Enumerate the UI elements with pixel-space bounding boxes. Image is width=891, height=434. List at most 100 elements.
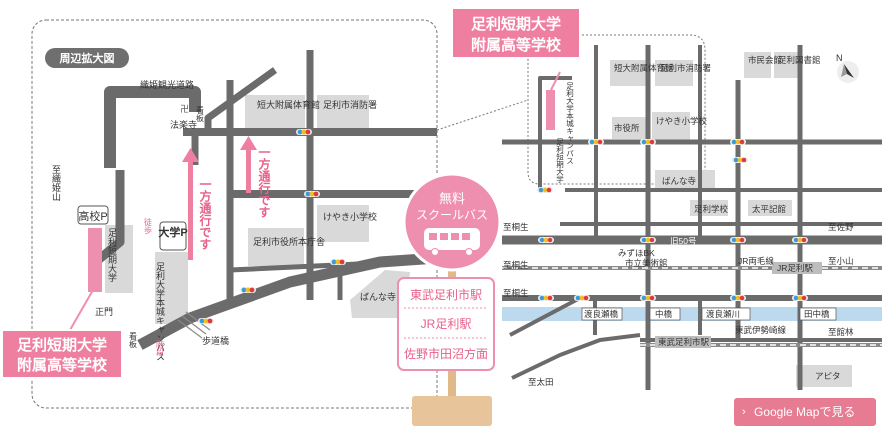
r-museum-label: 市立美術館 (625, 258, 668, 268)
r-ashikaga-gakko-label: 足利学校 (694, 204, 729, 214)
r-citizen-label: 市民会館 (748, 55, 782, 65)
parking-daigaku: 大学P (158, 221, 188, 251)
r-route50-label: 旧50号 (670, 236, 696, 246)
school-pointer-right (550, 71, 561, 91)
enlarged-map-title: 周辺拡大図 (60, 51, 115, 65)
r-campus-label: 足利大学本城キャンパス (565, 82, 574, 165)
r-jr-station-label: JR足利駅 (777, 263, 813, 273)
city-hall-label: 足利市役所本庁舎 (253, 236, 325, 247)
kaidan-label: 階段 (156, 339, 165, 357)
school-pointer-left (69, 289, 94, 331)
r-fire-label: 足利市消防署 (660, 63, 712, 73)
zoom-leader-line (436, 99, 529, 131)
jr-station-box (772, 262, 822, 274)
r-dir-kiryu-3: 至桐生 (503, 288, 529, 298)
bus-stop-circle (402, 172, 502, 272)
one-way-arrows (182, 136, 257, 260)
fire-station-label: 足利市消防署 (323, 99, 377, 110)
right-traffic-lights (537, 139, 808, 301)
r-library-label: 足利図書館 (778, 55, 821, 65)
parking-koko-label: 高校P (78, 209, 107, 223)
google-map-button[interactable]: › Google Mapで見る (734, 398, 876, 426)
houraiji-label: 法楽寺 (170, 119, 197, 130)
r-tobu-station-label: 東武足利市駅 (658, 337, 710, 347)
tandai-label: 足利短期大学 (107, 228, 117, 282)
bannaji-label: ばんな寺 (360, 292, 396, 302)
railways (502, 266, 882, 347)
enlarged-map-title-pill (45, 48, 129, 68)
road-north (204, 67, 278, 128)
school-callout-left: 足利短期大学 附属高等学校 (1, 329, 123, 379)
fire-station-building (317, 95, 369, 129)
school-callout-left-line2: 附属高等学校 (17, 356, 108, 374)
bus-sign-top-line2: スクールバス (416, 208, 488, 222)
r-tandai-label: 足利短期大学 (555, 138, 564, 184)
bus-sign-top-line1: 無料 (439, 191, 465, 206)
oneway-label-2: 一方通行です (257, 146, 271, 218)
r-dir-ota: 至太田 (528, 377, 554, 387)
r-tobu-line-label: 東武伊勢崎線 (735, 325, 787, 335)
road-southwest (509, 296, 581, 337)
compass-north-label: N (836, 53, 843, 63)
bus-stops-board (397, 277, 495, 371)
road-middle (229, 259, 401, 273)
road-campus (538, 76, 572, 190)
r-jr-line-label: JR両毛線 (738, 256, 774, 266)
google-map-button-label: Google Mapで見る (754, 405, 856, 419)
r-tanaka-bridge-label: 田中橋 (804, 309, 830, 319)
left-buildings (105, 95, 410, 324)
chevron-right-icon: › (742, 406, 746, 418)
school-callout-right-line1: 足利短期大学 (471, 15, 561, 33)
to-orihime-label: 至織姫山 (51, 165, 61, 201)
r-keyaki-label: けやき小学校 (656, 116, 708, 126)
gym-building (245, 95, 305, 129)
r-dir-kiryu-1: 至桐生 (503, 222, 529, 232)
r-mizuho-label: みずほBK (618, 248, 655, 258)
r-dir-tatebayashi: 至館林 (828, 327, 854, 337)
seimon-label: 正門 (95, 307, 113, 317)
bus-stop-1: 東武足利市駅 (410, 287, 482, 302)
campus-label: 足利大学本城キャンパス (155, 262, 165, 361)
r-cityhall-label: 市役所 (614, 123, 640, 133)
r-taiheiki-label: 太平記館 (752, 204, 786, 214)
r-gym-label: 短大附属体育館 (614, 63, 674, 73)
school-callout-left-line1: 足利短期大学 (17, 336, 107, 354)
manji-symbol: 卍 (180, 104, 189, 114)
r-apita-label: アピタ (815, 371, 841, 381)
r-bannaji-label: ばんな寺 (662, 176, 697, 186)
toho-label: 徒歩 (144, 217, 153, 235)
school-callout-right-line2: 附属高等学校 (471, 36, 562, 54)
parking-daigaku-label: 大学P (158, 225, 187, 239)
keyaki-label: けやき小学校 (323, 211, 377, 222)
city-hall-building (248, 228, 304, 266)
left-traffic-lights (198, 129, 346, 324)
kanban-label-2: 看板 (129, 332, 138, 349)
kanban-label-1: 看板 (196, 106, 205, 123)
r-dir-oyama: 至小山 (828, 256, 854, 266)
kanko-road (104, 86, 201, 168)
footbridge-label: 歩道橋 (202, 335, 229, 346)
oneway-label-1: 一方通行です (198, 178, 212, 250)
tobu-station-box (655, 336, 711, 348)
compass-icon: N (836, 53, 859, 83)
r-dir-kiryu-2: 至桐生 (503, 260, 529, 270)
kanko-road-label: 織姫観光道路 (140, 79, 194, 90)
keyaki-school-building (317, 205, 369, 242)
school-callout-right: 足利短期大学 附属高等学校 (451, 7, 581, 59)
gym-label: 短大附属体育館 (257, 99, 320, 110)
school-building-left (88, 228, 102, 292)
bus-icon (424, 228, 480, 256)
r-watarase-river-label: 渡良瀬川 (706, 309, 740, 319)
r-naka-bridge-label: 中橋 (655, 309, 673, 319)
bus-stop-base (412, 396, 492, 426)
parking-koko: 高校P (77, 205, 109, 225)
r-dir-sano: 至佐野 (828, 222, 854, 232)
school-building-right (546, 90, 555, 130)
bus-stop-2: JR足利駅 (421, 317, 472, 331)
r-watarase-bridge-label: 渡良瀬橋 (584, 309, 619, 319)
bus-stop-3: 佐野市田沼方面 (404, 346, 488, 361)
campus-building (155, 252, 188, 324)
road-ota (511, 333, 641, 380)
bus-stop-sign: 無料 スクールバス 東武足利市駅 JR足利駅 佐野市田沼方面 (397, 172, 502, 426)
